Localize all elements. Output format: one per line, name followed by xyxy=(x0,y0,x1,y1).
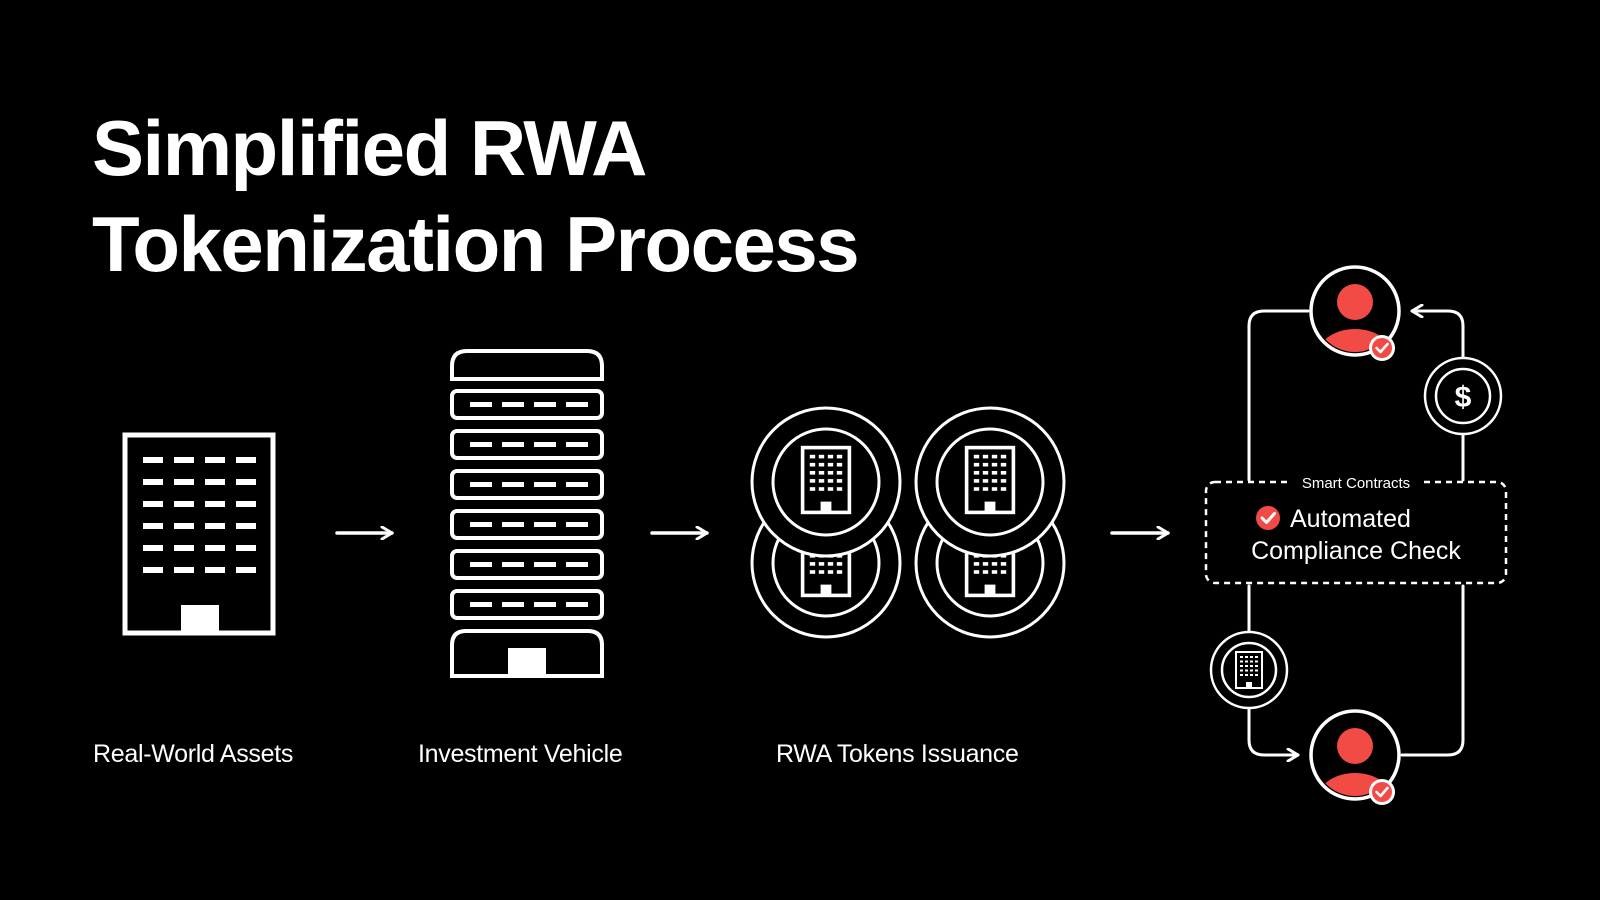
rwa-token-coins-icon xyxy=(750,406,1066,639)
label-real-world-assets: Real-World Assets xyxy=(93,740,294,768)
real-world-assets-building-icon xyxy=(122,432,276,636)
investor-bottom-avatar xyxy=(1309,709,1401,805)
investment-vehicle-windows xyxy=(470,402,588,676)
title-line-1: Simplified RWA xyxy=(92,104,647,192)
smart-contracts-caption: Smart Contracts xyxy=(1302,475,1410,492)
investment-vehicle-stack-icon xyxy=(450,349,604,678)
label-rwa-tokens-issuance: RWA Tokens Issuance xyxy=(776,740,1019,768)
dollar-symbol: $ xyxy=(1455,381,1472,414)
page-title: Simplified RWA Tokenization Process xyxy=(92,100,860,292)
title-line-2: Tokenization Process xyxy=(92,200,860,288)
verified-check-icon xyxy=(1369,779,1395,805)
building-token-icon xyxy=(1209,630,1289,710)
compliance-check-icon xyxy=(1256,506,1280,530)
coin-front-right-icon xyxy=(914,406,1066,558)
dollar-coin-icon: $ xyxy=(1423,356,1503,436)
coin-front-left-icon xyxy=(750,406,902,558)
investor-top-avatar xyxy=(1309,265,1401,361)
smart-contracts-box xyxy=(1204,480,1508,585)
label-investment-vehicle: Investment Vehicle xyxy=(418,740,623,768)
cycle-connectors xyxy=(1247,311,1465,755)
compliance-line-1: Automated xyxy=(1290,505,1411,533)
compliance-line-2: Compliance Check xyxy=(1251,537,1461,565)
verified-check-icon xyxy=(1369,335,1395,361)
